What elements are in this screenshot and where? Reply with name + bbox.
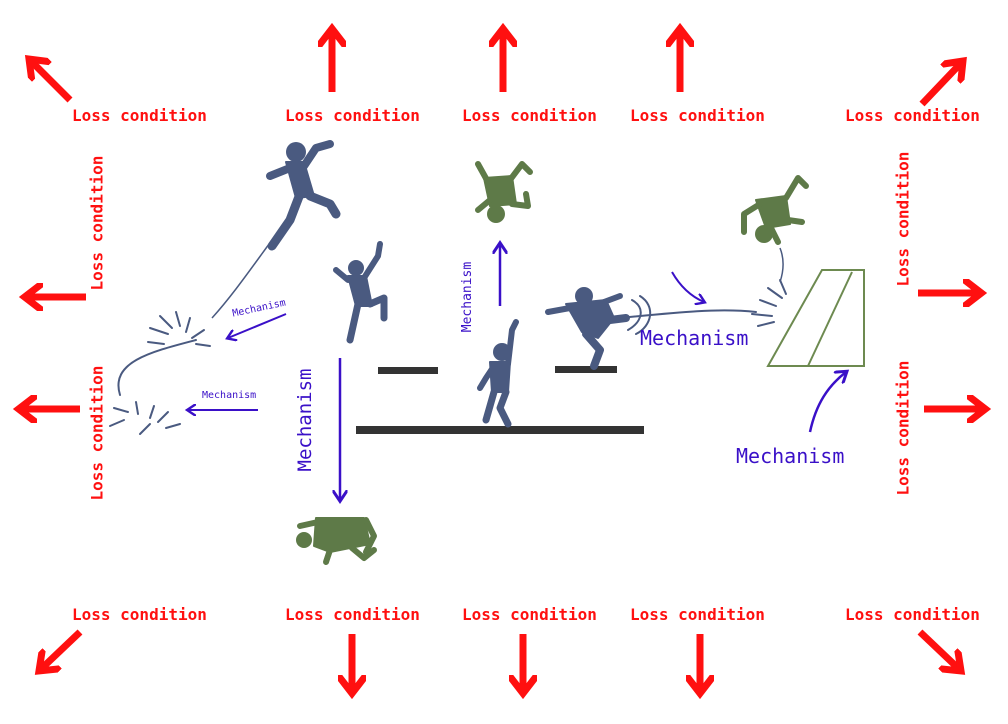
loss-arrow-icon — [920, 632, 960, 670]
loss-arrow-icon — [922, 62, 962, 104]
bounce-trail — [118, 340, 196, 395]
mechanism-arrow-icon — [672, 272, 704, 302]
player-figure-icon — [480, 322, 516, 424]
mechanism-arrow-icon — [810, 372, 846, 432]
mechanism-label: Mechanism — [640, 326, 748, 350]
loss-condition-label: Loss condition — [630, 106, 765, 125]
mechanism-label: Mechanism — [294, 360, 318, 480]
player-figure-icon — [270, 142, 336, 246]
fallen-figure-icon — [478, 164, 530, 223]
loss-condition-label: Loss condition — [88, 165, 107, 291]
bounce-trail — [780, 248, 783, 282]
loss-arrow-icon — [30, 60, 70, 100]
loss-condition-label: Loss condition — [845, 605, 980, 624]
loss-condition-label: Loss condition — [72, 605, 207, 624]
loss-condition-label: Loss condition — [72, 106, 207, 125]
loss-condition-label: Loss condition — [88, 375, 107, 501]
impact-burst-icon — [752, 280, 786, 326]
loss-condition-label: Loss condition — [894, 161, 913, 287]
loss-condition-label: Loss condition — [894, 370, 913, 496]
loss-condition-label: Loss condition — [462, 605, 597, 624]
mechanism-label: Mechanism — [736, 444, 844, 468]
ground-platform — [356, 426, 644, 434]
loss-condition-label: Loss condition — [285, 605, 420, 624]
fallen-figure-icon — [744, 178, 806, 243]
mechanism-label: Mechanism — [460, 257, 476, 337]
loss-condition-label: Loss condition — [285, 106, 420, 125]
impact-burst-icon — [110, 402, 180, 434]
mechanism-label: Mechanism — [202, 390, 256, 401]
player-figure-icon — [548, 287, 626, 366]
loss-condition-label: Loss condition — [462, 106, 597, 125]
left-ledge-platform — [378, 367, 438, 374]
motion-trail — [628, 300, 641, 330]
fallen-figure-icon — [296, 518, 374, 562]
loss-arrow-icon — [40, 632, 80, 670]
right-ledge-platform — [555, 366, 617, 373]
player-figure-icon — [336, 244, 384, 340]
loss-condition-label: Loss condition — [845, 106, 980, 125]
impact-burst-icon — [148, 312, 210, 346]
loss-condition-label: Loss condition — [630, 605, 765, 624]
